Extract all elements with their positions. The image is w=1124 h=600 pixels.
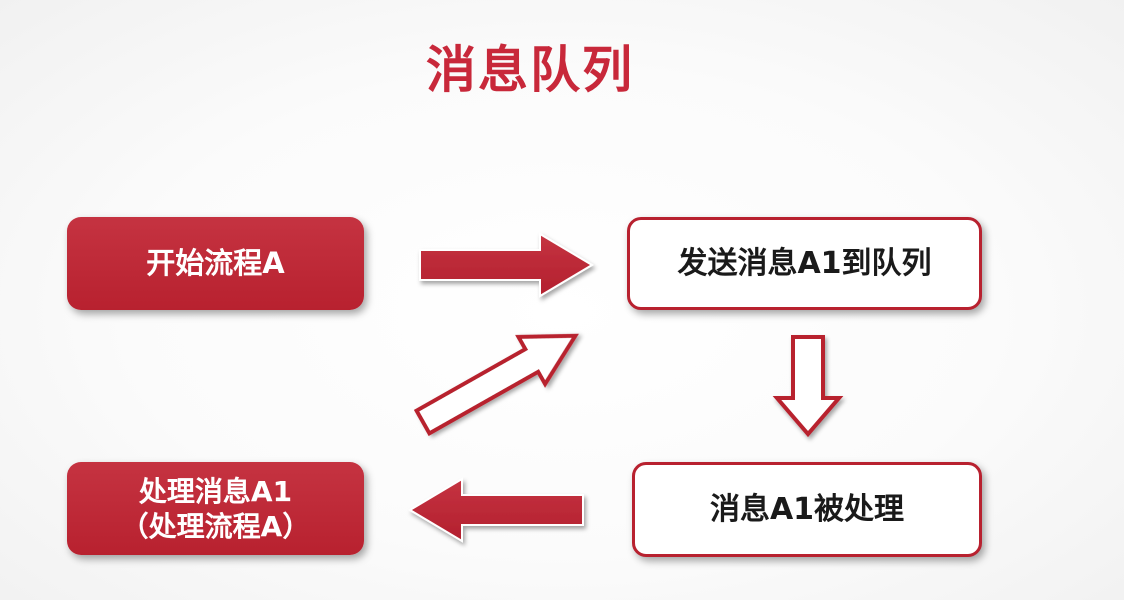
start-flow-label: 开始流程A: [146, 246, 285, 281]
slide-title: 消息队列: [426, 41, 634, 99]
arrow-diagonal-up-right-icon: [413, 333, 579, 437]
message-processed-label: 消息A1被处理: [709, 491, 905, 527]
message-processed-box: 消息A1被处理: [632, 462, 982, 557]
handle-message-label-line1: 处理消息A1: [138, 474, 293, 508]
start-flow-box: 开始流程A: [67, 217, 364, 310]
handle-message-label-line2: （处理流程A）: [120, 509, 311, 543]
send-message-label: 发送消息A1到队列: [677, 245, 932, 281]
arrow-down-icon: [772, 335, 844, 438]
handle-message-box: 处理消息A1 （处理流程A）: [67, 462, 364, 555]
send-message-box: 发送消息A1到队列: [627, 217, 982, 310]
arrow-left-icon: [408, 477, 584, 543]
arrow-right-icon: [419, 232, 594, 298]
